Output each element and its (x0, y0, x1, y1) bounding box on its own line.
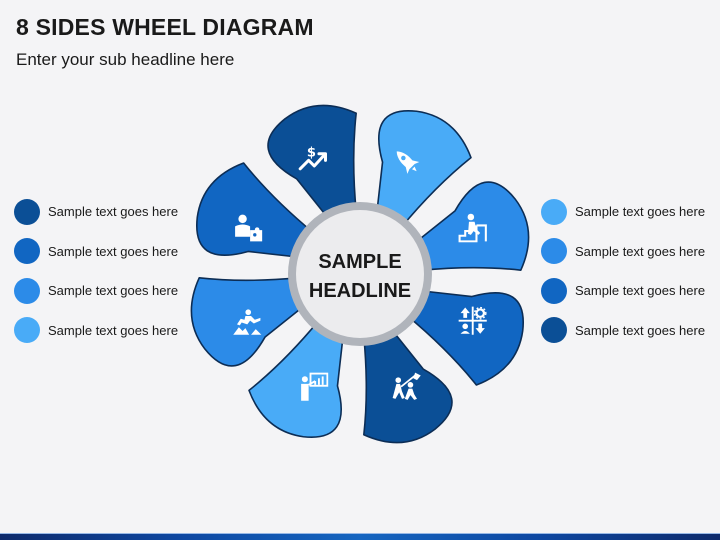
center-headline-line1: SAMPLE (318, 251, 401, 273)
wheel-segment (405, 289, 525, 386)
legend-dot (14, 277, 40, 304)
legend-item: Sample text goes here (541, 192, 720, 232)
legend-label: Sample text goes here (48, 322, 179, 338)
legend-label: Sample text goes here (48, 283, 179, 299)
wheel-segment (248, 319, 345, 439)
legend-label: Sample text goes here (575, 243, 706, 259)
legend-right: Sample text goes here Sample text goes h… (541, 192, 720, 350)
legend-item: Sample text goes here (14, 311, 194, 351)
center-headline-line2: HEADLINE (309, 280, 411, 302)
legend-item: Sample text goes here (541, 232, 720, 272)
legend-label: Sample text goes here (575, 283, 706, 299)
page-title: 8 SIDES WHEEL DIAGRAM (16, 14, 314, 40)
page-subtitle: Enter your sub headline here (16, 50, 235, 69)
legend-dot (541, 317, 567, 344)
legend-item: Sample text goes here (14, 192, 194, 232)
legend-dot (541, 238, 567, 265)
legend-left: Sample text goes here Sample text goes h… (14, 192, 194, 350)
legend-label: Sample text goes here (48, 243, 179, 259)
footer-bar (0, 534, 720, 540)
legend-dot (541, 198, 567, 225)
legend-label: Sample text goes here (575, 322, 706, 338)
legend-label: Sample text goes here (575, 204, 706, 220)
legend-item: Sample text goes here (541, 311, 720, 351)
legend-dot (14, 317, 40, 344)
wheel-segment (375, 109, 472, 229)
wheel-segment (190, 276, 309, 367)
wheel-segment (195, 162, 315, 259)
legend-label: Sample text goes here (48, 204, 179, 220)
legend-item: Sample text goes here (14, 232, 194, 272)
center-disc (296, 210, 424, 338)
legend-dot (541, 277, 567, 304)
legend-dot (14, 198, 40, 225)
footer-accent (0, 533, 720, 534)
legend-item: Sample text goes here (14, 271, 194, 311)
legend-dot (14, 238, 40, 265)
legend-item: Sample text goes here (541, 271, 720, 311)
